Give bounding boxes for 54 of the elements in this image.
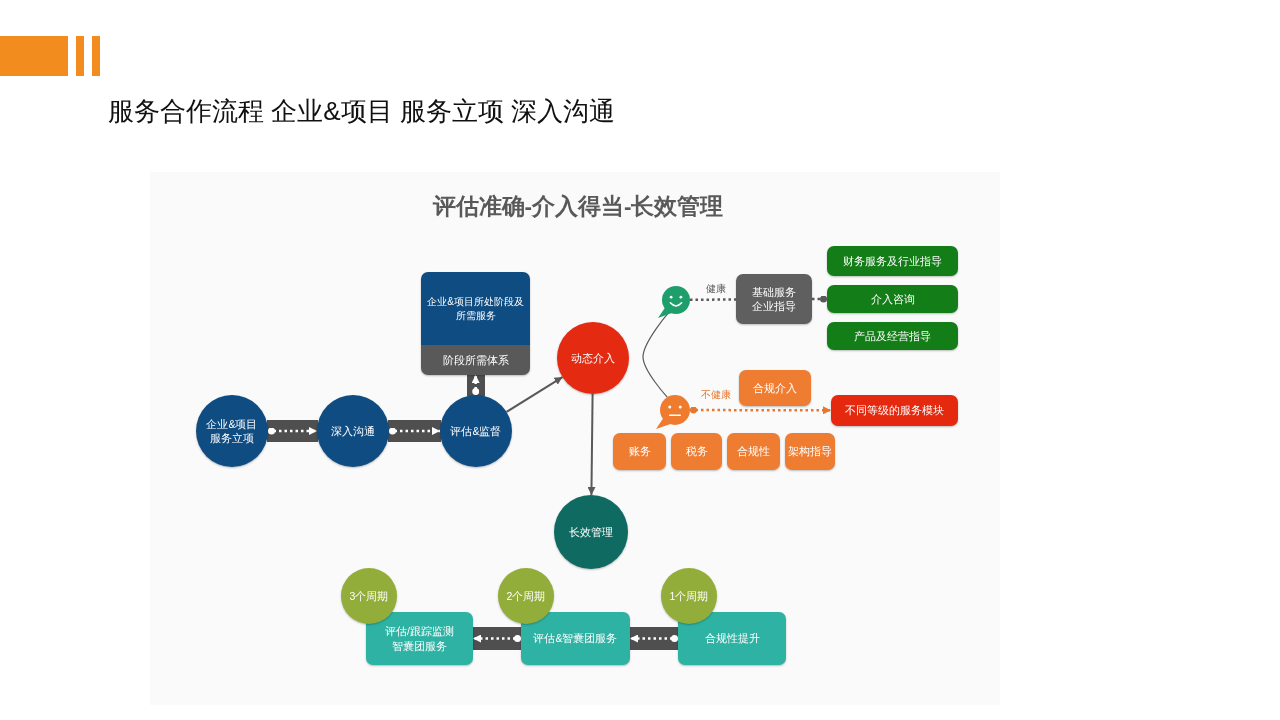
node-label: 3个周期 [349,588,389,604]
dotted-arrow [473,627,521,650]
edge-label: 健康 [704,283,728,295]
process-box [613,433,666,470]
node-label: 财务服务及行业指导 [843,253,942,269]
node-label: 税务 [685,444,708,459]
node-label: 长效管理 [569,524,613,540]
node-label: 不同等级的服务模块 [845,403,944,418]
node-label: 基础服务企业指导 [751,284,797,314]
process-box [827,246,958,276]
process-box [827,285,958,313]
dotted-line [690,298,736,302]
dotted-arrow [630,627,678,650]
node-label: 架构指导 [788,444,832,459]
dotted-arrow [267,420,318,442]
process-box [421,272,530,345]
diagram-title: 评估准确-介入得当-长效管理 [432,193,724,221]
process-box [831,395,958,426]
process-box [736,274,812,324]
smiling-face-icon [658,286,690,318]
node-label: 评估&智囊团服务 [533,631,618,646]
node-label: 合规性 [737,444,770,459]
dotted-connector [812,295,827,303]
neutral-face-icon [656,395,690,429]
node-label: 产品及经营指导 [854,328,931,344]
node-label: 深入沟通 [331,423,375,439]
node-label: 1个周期 [669,588,709,604]
process-box [827,322,958,350]
dotted-arrow [388,420,441,442]
node-label: 动态介入 [571,350,615,366]
node-label: 企业&项目服务立项 [205,416,259,446]
arrow [505,376,564,413]
node-label: 介入咨询 [870,291,915,307]
process-box [521,612,630,665]
process-box [421,345,530,375]
node-label: 账务 [628,444,651,459]
process-box [785,433,835,470]
dotted-arrow [690,406,831,415]
node-label: 评估&监督 [450,423,502,439]
node-label: 合规介入 [753,380,797,396]
process-box [678,612,786,665]
process-box [671,433,722,470]
node-label: 2个周期 [506,588,546,604]
node-label: 企业&项目所处阶段及所需服务 [426,295,525,322]
arrow [587,393,596,496]
process-box [366,612,473,665]
node-label: 阶段所需体系 [442,352,509,368]
process-box [739,370,811,406]
node-label: 合规性提升 [704,631,760,646]
dotted-arrow [467,375,485,396]
edge-label: 不健康 [699,389,733,401]
process-box [727,433,780,470]
node-label: 评估/跟踪监测智囊团服务 [384,624,455,653]
subtitle-text: 服务合作流程 企业&项目 服务立项 深入沟通 [108,95,615,127]
